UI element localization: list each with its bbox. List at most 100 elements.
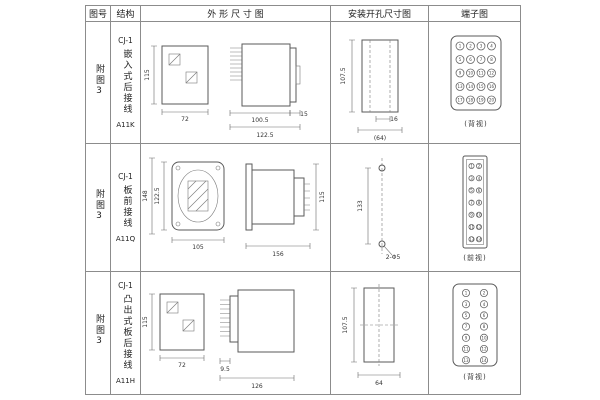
dim-label-height: 115 — [144, 69, 151, 81]
dim-line — [350, 287, 357, 362]
body-outline — [159, 293, 204, 350]
terminal-circle — [465, 41, 475, 50]
header-fig-no: 图号 — [85, 5, 111, 22]
view-label: (背视) — [463, 372, 486, 381]
type-code-label: A11Q — [115, 235, 136, 243]
terminal-number: 11 — [478, 70, 484, 75]
terminal-circle — [455, 54, 464, 64]
terminal-number: 11 — [463, 346, 469, 351]
terminal-circle — [461, 333, 470, 342]
terminal-number: 14 — [481, 357, 487, 362]
outline-drawing: 148 122.5 105 156 115 — [142, 157, 326, 258]
stud — [295, 65, 300, 84]
window-diagonal — [182, 319, 194, 331]
terminal-number: 2 — [482, 290, 485, 295]
dim-line — [229, 109, 290, 116]
terminal-circle — [468, 223, 475, 230]
terminal-circle — [475, 199, 482, 206]
terminal-circle — [479, 355, 488, 364]
dim-line — [219, 374, 294, 381]
dim-label-width: 105 — [192, 244, 204, 251]
terminal-number: 13 — [468, 236, 474, 241]
terminal-number: 3 — [464, 301, 467, 306]
terminal-plate — [450, 35, 501, 110]
terminal-circle — [475, 223, 482, 230]
terminal-number: 5 — [458, 57, 461, 62]
structure-block: CJ-1 嵌入式后接线 A11K — [111, 32, 140, 133]
table-row-a11q: 附图3 CJ-1 板前接线 A11Q — [85, 143, 521, 272]
terminal-number: 12 — [476, 224, 482, 229]
install-drawing-cell: 107.5 16 (64) — [330, 21, 429, 144]
terminal-circle — [476, 81, 485, 91]
terminal-number: 14 — [476, 236, 482, 241]
case-outline — [251, 169, 294, 224]
front-view — [161, 45, 208, 104]
terminal-circle — [461, 344, 470, 353]
outline-drawing-cell: 115 72 9.5 126 — [140, 271, 331, 395]
body-outline — [171, 161, 224, 230]
terminal-circle — [479, 288, 488, 297]
terminal-pins — [303, 183, 310, 210]
terminal-number: 6 — [469, 57, 472, 62]
flange — [289, 47, 296, 102]
cutout-outline — [361, 39, 398, 112]
case-outline — [241, 43, 290, 106]
terminal-circle — [455, 41, 464, 50]
terminal-number: 10 — [476, 212, 482, 217]
terminal-circle — [468, 211, 475, 218]
dim-line — [364, 167, 371, 244]
dim-line — [348, 39, 355, 112]
dim-label-width: (64) — [373, 135, 385, 142]
terminal-circle — [468, 199, 475, 206]
terminal-number: 16 — [488, 84, 494, 89]
rear-step — [293, 177, 304, 216]
window-square — [185, 71, 197, 83]
terminal-number: 13 — [457, 84, 463, 89]
dim-line — [219, 357, 230, 364]
case-outline — [237, 289, 294, 352]
model-label: CJ-1 — [118, 172, 133, 181]
structure-label: 板前接线 — [121, 185, 132, 229]
structure-cell: CJ-1 板前接线 A11Q — [110, 143, 141, 272]
terminal-circle — [486, 81, 496, 91]
dim-label-width: 72 — [178, 362, 186, 369]
terminal-circle — [455, 95, 464, 104]
corner-hole — [175, 165, 180, 170]
dim-label-depth: 126 — [251, 383, 263, 390]
terminal-circle — [461, 322, 470, 331]
structure-cell: CJ-1 凸出式板后接线 A11H — [110, 271, 141, 395]
fig-number-cell: 附图3 — [85, 143, 111, 272]
terminal-circle — [479, 310, 488, 319]
header-outline: 外 形 尺 寸 图 — [140, 5, 331, 22]
terminal-strip-inner — [465, 158, 484, 245]
terminal-number: 7 — [479, 57, 482, 62]
dim-line — [159, 354, 204, 361]
side-view — [245, 163, 310, 230]
dim-label-height: 107.5 — [340, 67, 347, 84]
terminal-circle — [479, 322, 488, 331]
terminal-circle — [476, 41, 485, 50]
terminal-comb — [219, 299, 230, 336]
terminal-number: 15 — [478, 84, 484, 89]
terminal-number: 1 — [464, 290, 467, 295]
terminal-number: 8 — [490, 57, 493, 62]
outline-drawing: 115 72 100.5 15 122.5 — [144, 43, 307, 139]
type-code-label: A11K — [116, 121, 135, 129]
window-square — [166, 301, 178, 313]
view-label: (背视) — [464, 119, 487, 128]
window-diagonal — [168, 53, 180, 65]
dim-label-depth1: 100.5 — [251, 117, 268, 124]
fig-number-label: 附图3 — [93, 314, 104, 348]
terminal-number: 9 — [464, 335, 467, 340]
terminal-plate — [452, 283, 497, 366]
terminal-circle — [475, 235, 482, 242]
dim-line — [229, 123, 300, 130]
terminal-number: 4 — [482, 301, 485, 306]
header-structure: 结构 — [110, 5, 141, 22]
terminal-circle — [468, 174, 475, 181]
centerlines — [369, 39, 390, 112]
dim-line — [289, 109, 300, 116]
install-drawing: 107.5 64 — [342, 283, 400, 387]
